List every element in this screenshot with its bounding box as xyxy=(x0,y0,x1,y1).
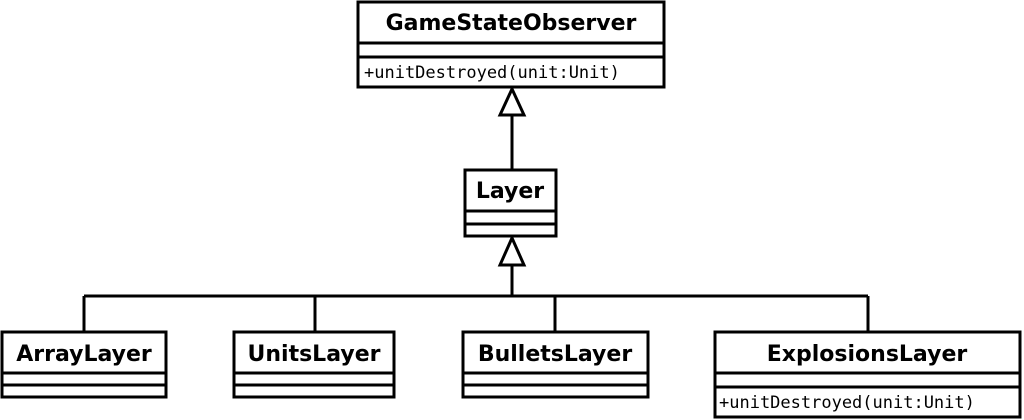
class-game-state-observer[interactable]: GameStateObserver +unitDestroyed(unit:Un… xyxy=(356,0,666,89)
class-layer[interactable]: Layer xyxy=(463,168,558,238)
class-operation: +unitDestroyed(unit:Unit) xyxy=(364,63,620,83)
generalization-edges xyxy=(82,85,870,332)
class-explosions-layer[interactable]: ExplosionsLayer +unitDestroyed(unit:Unit… xyxy=(713,330,1022,419)
class-bullets-layer[interactable]: BulletsLayer xyxy=(461,330,650,399)
generalization-arrowhead-layer xyxy=(497,234,527,267)
class-name: BulletsLayer xyxy=(478,342,632,367)
class-name: GameStateObserver xyxy=(386,11,637,36)
class-name: ArrayLayer xyxy=(16,342,152,367)
generalization-arrowhead-game-state-observer xyxy=(497,85,527,117)
class-operation: +unitDestroyed(unit:Unit) xyxy=(719,393,975,413)
class-array-layer[interactable]: ArrayLayer xyxy=(0,330,168,399)
class-units-layer[interactable]: UnitsLayer xyxy=(232,330,396,399)
class-name: UnitsLayer xyxy=(248,342,381,367)
class-name: Layer xyxy=(476,179,544,204)
class-name: ExplosionsLayer xyxy=(767,342,968,367)
